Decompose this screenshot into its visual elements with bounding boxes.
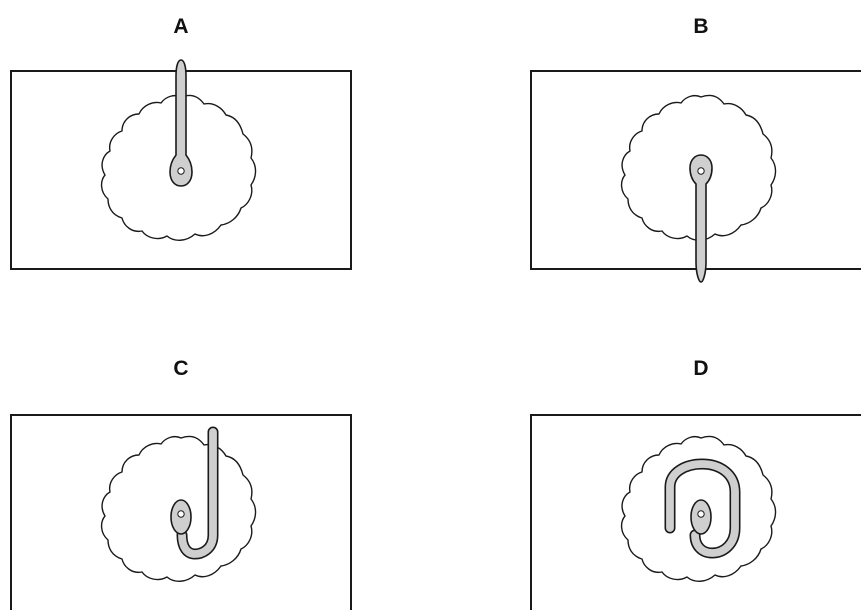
panel-c: C	[11, 357, 351, 610]
panel-a: A	[11, 15, 351, 269]
worm-eye-c	[178, 511, 184, 517]
worm-eye-a	[178, 168, 184, 174]
panel-label-b: B	[693, 15, 708, 38]
worm-eye-b	[698, 168, 704, 174]
panel-label-a: A	[173, 15, 188, 38]
panel-b: B	[531, 15, 861, 282]
panel-label-d: D	[693, 357, 708, 380]
panel-d: D	[531, 357, 861, 610]
panel-label-c: C	[173, 357, 188, 380]
worm-eye-d	[698, 511, 704, 517]
